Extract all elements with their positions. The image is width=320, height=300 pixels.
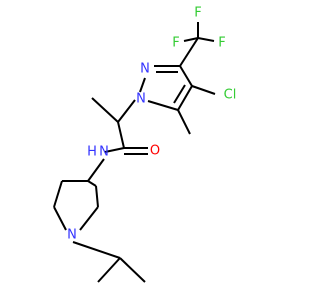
atom-f-top: F: [194, 6, 201, 21]
atom-n2-pyrazole: N: [140, 62, 150, 77]
atom-f-right: F: [218, 36, 225, 51]
bond-c5-c4-double: [173, 84, 186, 104]
bond-n-c4pip: [87, 158, 105, 182]
atom-h-amide: H: [87, 145, 97, 160]
bond-pip-c6-c5: [95, 185, 99, 208]
bond-c5-c4: [177, 85, 193, 111]
atom-n1-pyrazole: N: [136, 92, 146, 107]
bond-calpha-carbonyl: [117, 121, 125, 149]
molecule-structure-diagram: F F F N N Cl O N H N: [53, 6, 236, 283]
bond-pip-c2-n: [53, 206, 67, 231]
bond-calpha-methyl: [91, 97, 119, 123]
bond-pip-c5-c4: [87, 180, 97, 187]
atom-n-piperidine: N: [67, 228, 77, 243]
atom-chlorine: Cl: [224, 88, 237, 103]
bond-cf3-f-right: [197, 37, 215, 42]
bond-cf3-f-left: [183, 37, 199, 42]
bond-c4-c3: [179, 65, 193, 87]
bond-lines: [53, 22, 216, 283]
atom-f-left: F: [172, 36, 179, 51]
atom-labels: F F F N N Cl O N H N: [67, 6, 236, 243]
bond-c4-cl: [191, 85, 216, 95]
bond-npip-ch: [72, 241, 121, 259]
bond-cf3-ring: [179, 37, 199, 67]
bond-ch-me1: [97, 257, 121, 283]
bond-c5-methyl: [177, 109, 191, 135]
bond-pip-c3-c2: [53, 180, 63, 208]
bond-n2-n1: [139, 77, 146, 93]
bond-carbonyl-n: [104, 147, 125, 153]
bond-n1-calpha: [117, 99, 136, 123]
bond-ch-me2: [119, 257, 146, 283]
bond-pip-n-c6: [79, 206, 99, 231]
atom-n-amide: N: [99, 145, 109, 160]
bond-n1-c5: [147, 100, 179, 111]
atom-oxygen: O: [150, 144, 160, 159]
